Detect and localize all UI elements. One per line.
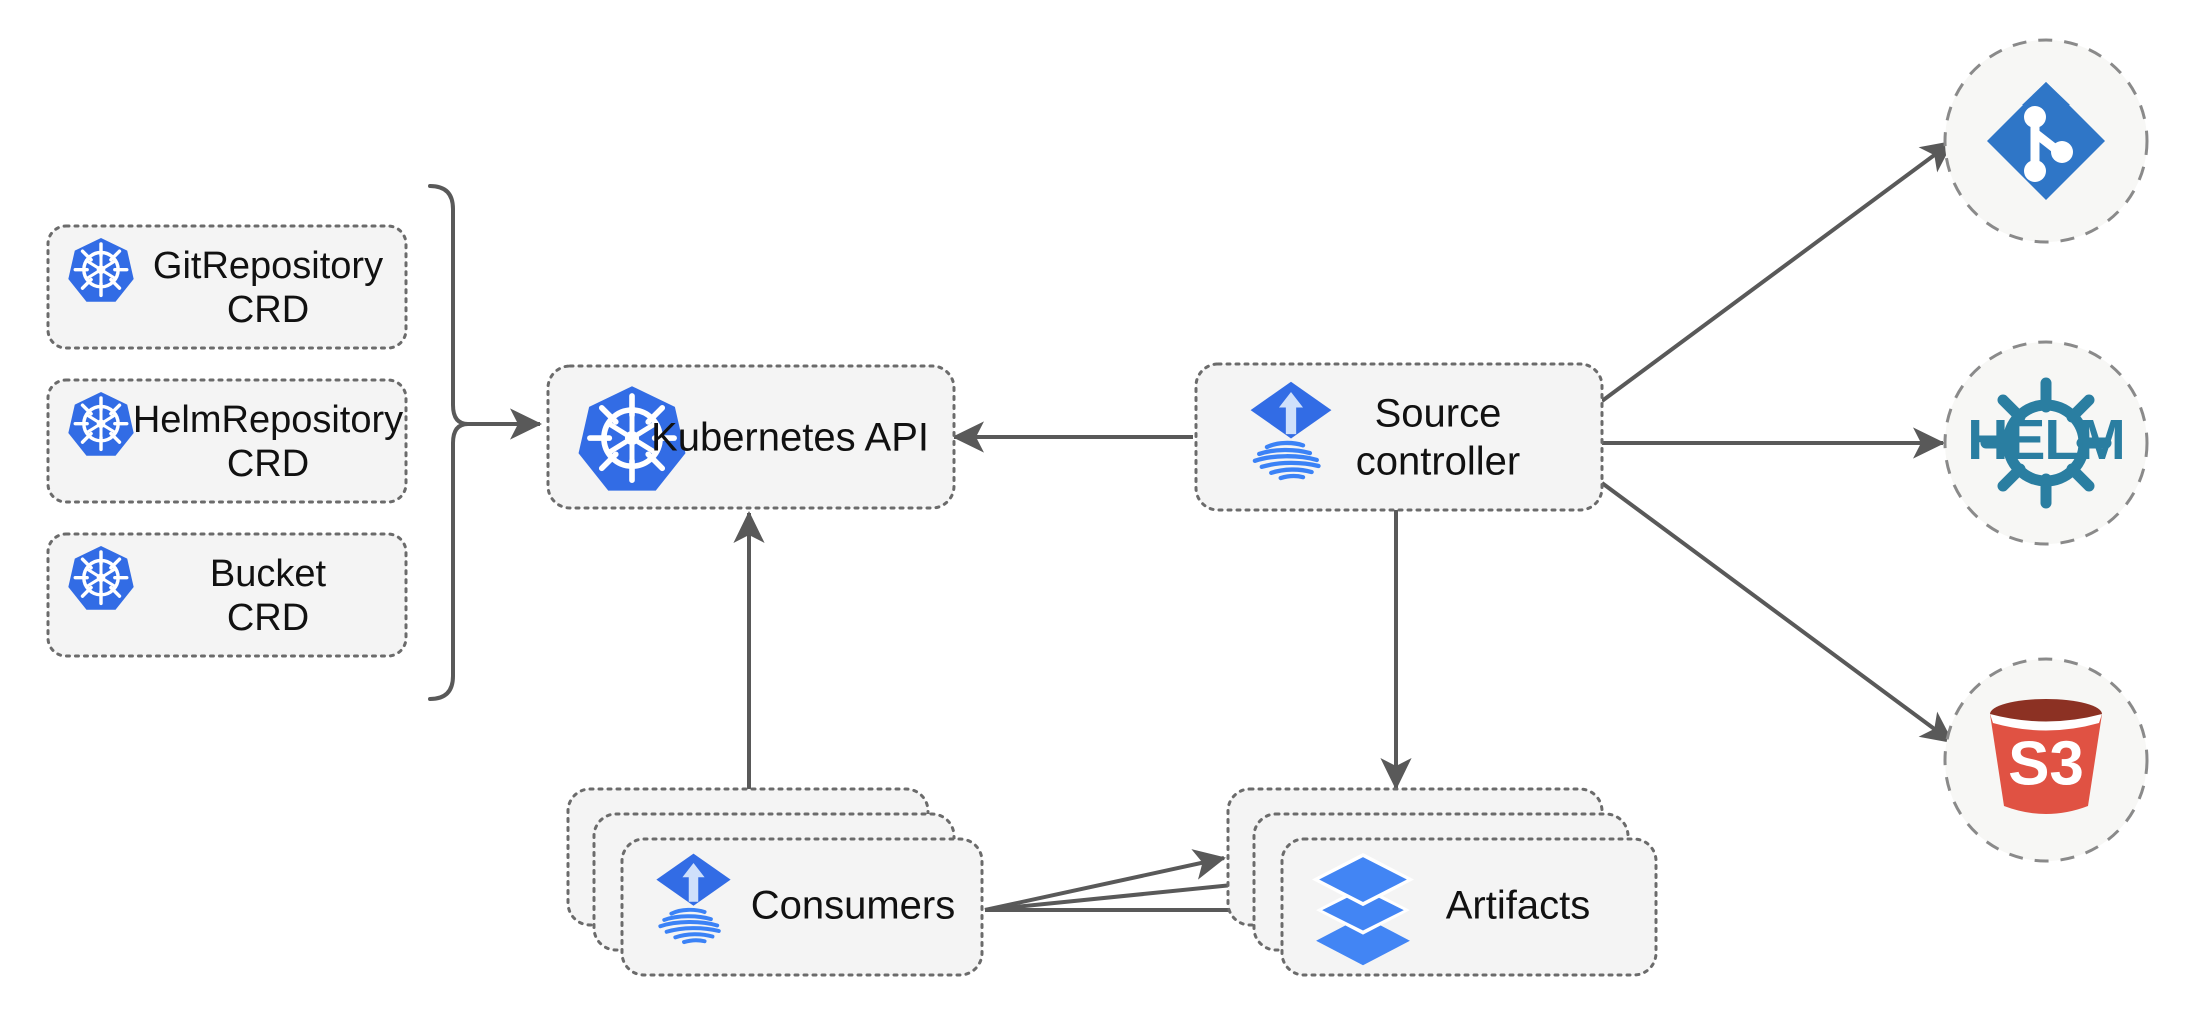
source-controller-label-line1: Source xyxy=(1375,392,1502,436)
node-source-controller[interactable]: Source controller xyxy=(1194,362,1604,512)
helm-label: HELM xyxy=(1967,408,2124,472)
external-source-git[interactable] xyxy=(1943,38,2149,244)
s3-label: S3 xyxy=(2008,729,2084,798)
crd-label-line2: CRD xyxy=(227,289,309,331)
kubernetes-api-label: Kubernetes API xyxy=(651,416,929,460)
edge-source-to-s3 xyxy=(1600,481,1954,744)
crd-label-line2: CRD xyxy=(227,443,309,485)
external-source-helm[interactable]: HELM xyxy=(1943,340,2149,546)
crd-label-line1: GitRepository xyxy=(153,245,383,287)
crd-label-line1: Bucket xyxy=(210,553,327,595)
artifacts-label: Artifacts xyxy=(1446,884,1590,928)
crd-box-gitrepository[interactable]: GitRepository CRD xyxy=(46,224,408,350)
crd-box-bucket[interactable]: Bucket CRD xyxy=(46,532,408,658)
edge-source-to-git xyxy=(1600,140,1954,403)
crd-group-bracket xyxy=(428,184,542,701)
source-controller-label-line2: controller xyxy=(1356,440,1521,484)
crd-label-line2: CRD xyxy=(227,597,309,639)
node-kubernetes-api[interactable]: Kubernetes API xyxy=(546,364,956,510)
crd-box-helmrepository[interactable]: HelmRepository CRD xyxy=(46,378,408,504)
consumers-label: Consumers xyxy=(751,884,956,928)
node-artifacts[interactable]: Artifacts xyxy=(1226,787,1658,977)
edge-consumers-to-artifacts-top xyxy=(984,849,1226,912)
crd-label-line1: HelmRepository xyxy=(133,399,403,441)
node-consumers[interactable]: Consumers xyxy=(566,787,984,977)
external-source-s3[interactable]: S3 xyxy=(1943,657,2149,863)
edge-consumers-to-artifacts-mid xyxy=(984,869,1264,912)
